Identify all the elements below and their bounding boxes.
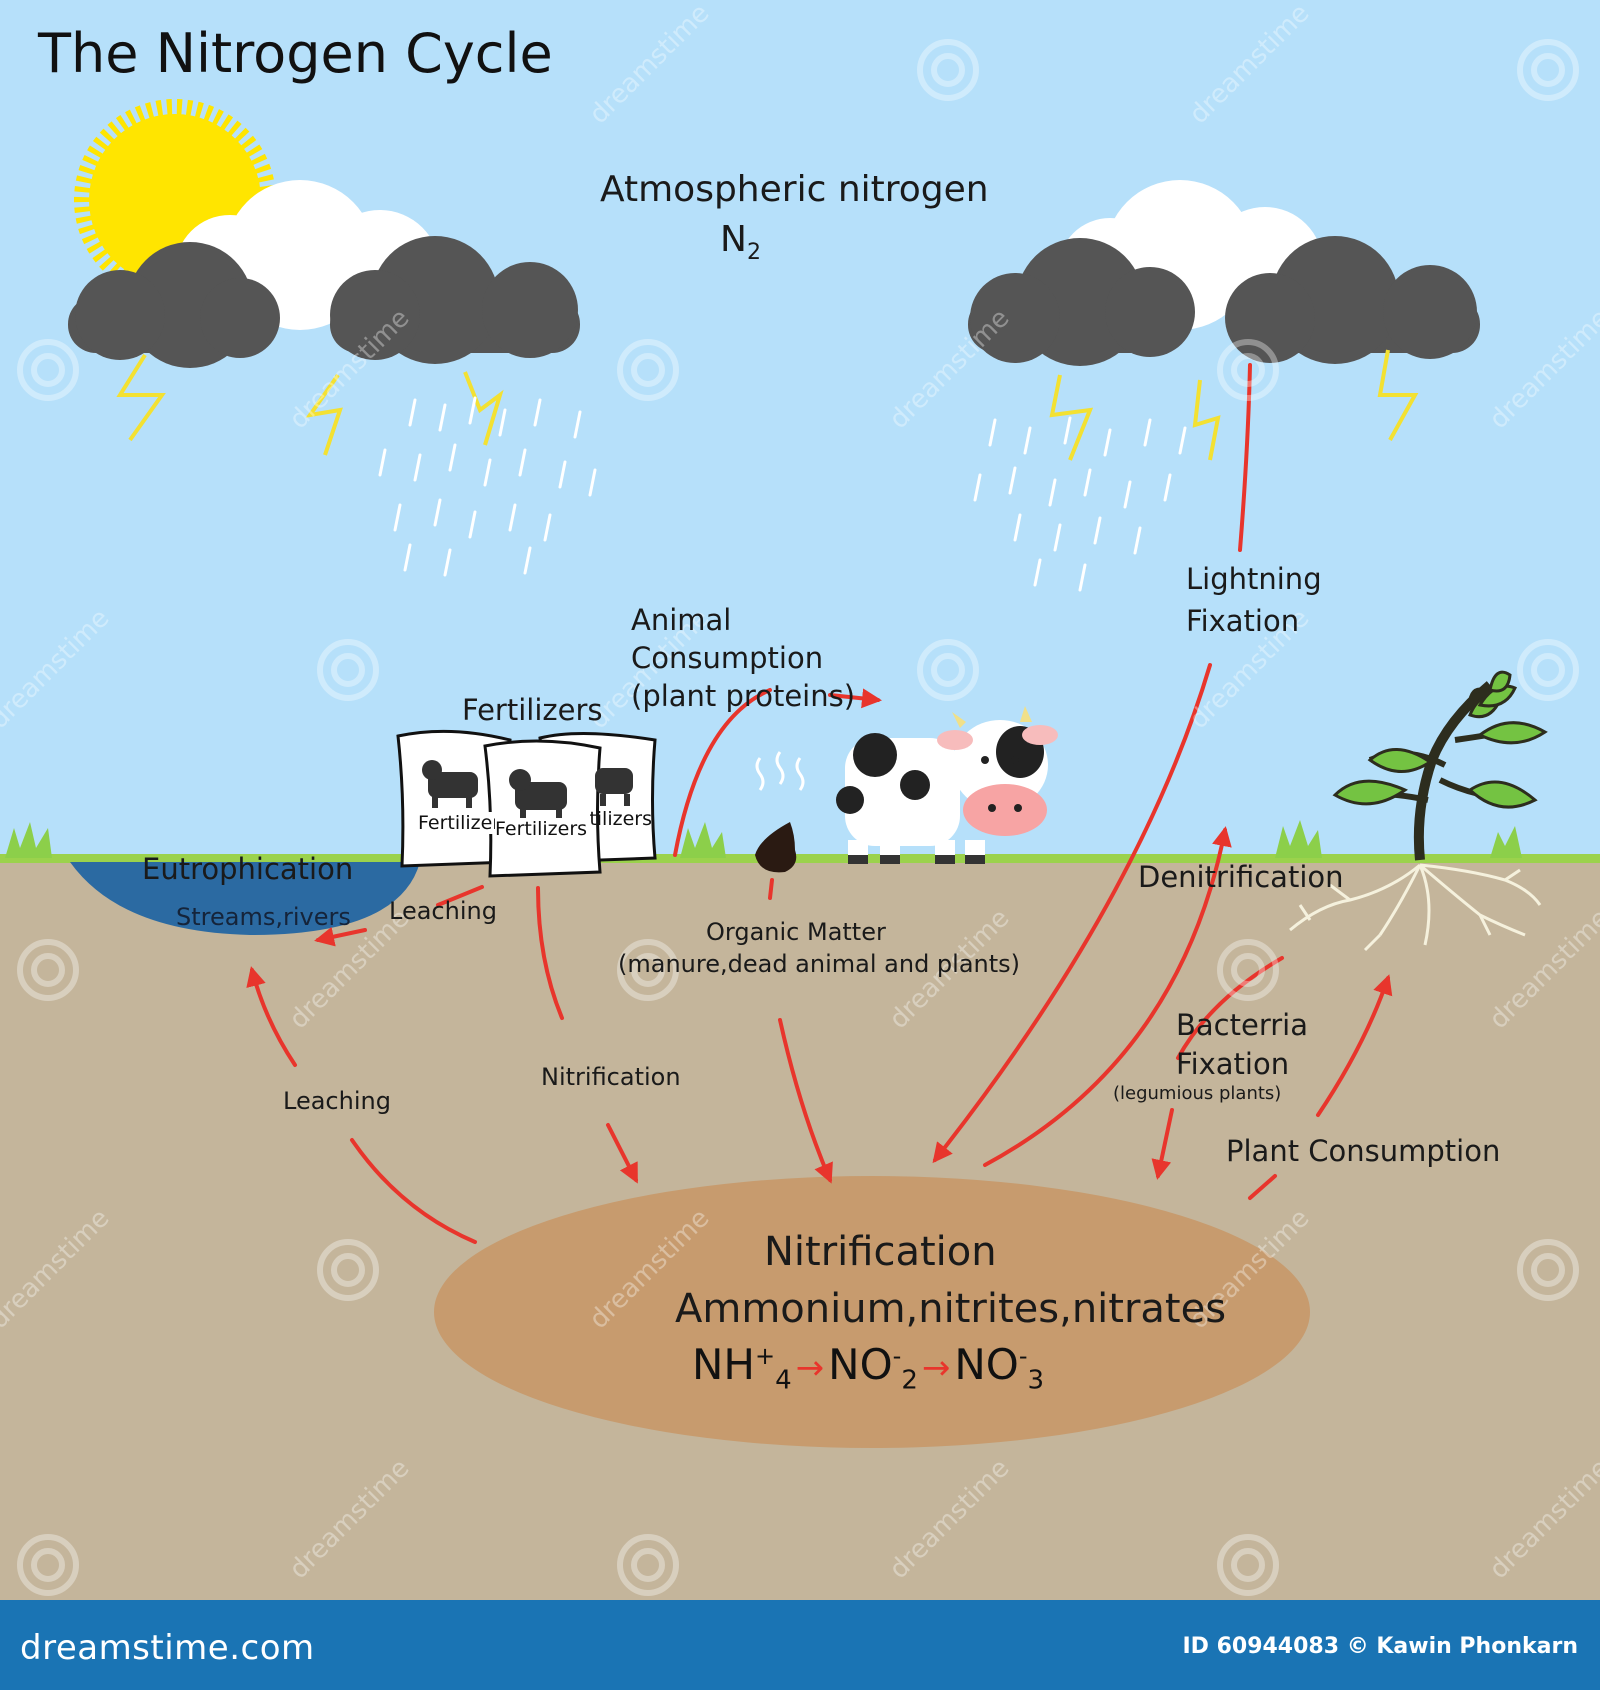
- arrow-lightning-to-soil: [932, 663, 1212, 1164]
- footer-bar: dreamstime.com ID 60944083 © Kawin Phonk…: [0, 1600, 1600, 1690]
- arrow-right-icon: →: [795, 1348, 825, 1388]
- fertilizer-bag-label: Fertilizers: [418, 812, 511, 834]
- animal-consumption-label-3: (plant proteins): [631, 679, 856, 713]
- arrow-bacteria-fixation-lower: [1151, 1108, 1174, 1180]
- arrow-organic-matter: [768, 878, 774, 900]
- right-storm-cloud: [968, 180, 1480, 366]
- bacteria-fixation-note: (legumious plants): [1113, 1083, 1282, 1104]
- arrow-to-cow: [828, 688, 882, 709]
- footer-logo[interactable]: dreamstime.com: [20, 1628, 315, 1668]
- watermark-swirls: [17, 39, 1579, 1596]
- arrow-nitrification-lower: [606, 1123, 638, 1184]
- stream-water: [70, 862, 420, 935]
- streams-rivers-label: Streams,rivers: [176, 903, 351, 931]
- atmospheric-nitrogen-label: Atmospheric nitrogen: [600, 169, 989, 210]
- ammonium-formula: NH+4: [692, 1340, 792, 1396]
- leaching-label-bottom: Leaching: [283, 1087, 391, 1115]
- arrow-leaching-upper: [246, 966, 297, 1067]
- left-storm-cloud: [68, 180, 580, 368]
- animal-consumption-label-2: Consumption: [631, 641, 824, 675]
- lightning-fixation-label-1: Lightning: [1186, 562, 1322, 596]
- soil-nutrient-pool: [434, 1176, 1310, 1448]
- fertilizers-label: Fertilizers: [462, 693, 603, 727]
- arrow-plant-consumption-lower: [1248, 1174, 1277, 1200]
- grass-line: [0, 854, 1600, 863]
- right-rain: [973, 416, 1187, 592]
- cow-silhouette-icon: [422, 760, 633, 820]
- arrow-denitrification: [983, 826, 1232, 1167]
- organic-matter-label: Organic Matter: [706, 918, 886, 946]
- fertilizer-bag-label: Fertilizers: [495, 818, 588, 840]
- lightning-bolt-icon: [1049, 374, 1094, 461]
- sky: [0, 0, 1600, 860]
- fertilizer-bag-label: Fertilizers: [590, 808, 652, 830]
- plant-icon: [1332, 670, 1548, 861]
- organic-matter-detail: (manure,dead animal and plants): [618, 950, 1021, 978]
- eutrophication-label: Eutrophication: [142, 852, 354, 886]
- leaching-label-top: Leaching: [389, 897, 497, 925]
- animal-consumption-label-1: Animal: [631, 603, 732, 637]
- n2-formula: N2: [720, 219, 761, 266]
- pool-title: Nitrification: [764, 1229, 997, 1275]
- arrow-plant-consumption-upper: [1316, 974, 1393, 1117]
- arrow-lightning-fixation: [1238, 363, 1252, 552]
- pool-subtitle: Ammonium,nitrites,nitrates: [675, 1286, 1227, 1332]
- grass-tufts: [5, 820, 1522, 858]
- arrow-animal-consumption: [673, 688, 772, 857]
- nitrification-formula: NH+4→NO-2→NO-3: [692, 1340, 1044, 1395]
- arrow-leaching-to-stream: [314, 926, 367, 947]
- arrow-fertilizer-nitrification: [536, 886, 564, 1020]
- lightning-bolt-icon: [1377, 349, 1419, 441]
- manure-icon: [755, 751, 805, 873]
- arrow-leaching-bottom: [350, 1138, 477, 1244]
- cow-icon: [836, 706, 1058, 864]
- page-title: The Nitrogen Cycle: [38, 22, 553, 85]
- nitrification-side-label: Nitrification: [541, 1063, 681, 1091]
- arrow-bacteria-fixation: [1176, 956, 1284, 1060]
- nitrate-formula: NO-3: [954, 1340, 1045, 1396]
- plant-consumption-label: Plant Consumption: [1226, 1134, 1501, 1168]
- arrow-organic-to-soil: [778, 1018, 833, 1184]
- bacteria-fixation-label-2: Fixation: [1176, 1047, 1290, 1081]
- lightning-bolt-icon: [116, 353, 166, 442]
- footer-credit: ID 60944083 © Kawin Phonkarn: [1182, 1634, 1578, 1659]
- left-rain: [378, 396, 597, 577]
- arrow-right-icon: →: [921, 1348, 951, 1388]
- denitrification-label: Denitrification: [1138, 860, 1344, 894]
- lightning-fixation-label-2: Fixation: [1186, 604, 1300, 638]
- lightning-bolt-icon: [305, 373, 343, 456]
- nitrite-formula: NO-2: [828, 1340, 918, 1396]
- bacteria-fixation-label-1: Bacterria: [1176, 1008, 1308, 1042]
- lightning-bolt-icon: [1192, 379, 1221, 461]
- plant-roots: [1289, 863, 1542, 952]
- lightning-bolt-icon: [463, 371, 504, 446]
- arrow-leaching-top: [436, 885, 484, 907]
